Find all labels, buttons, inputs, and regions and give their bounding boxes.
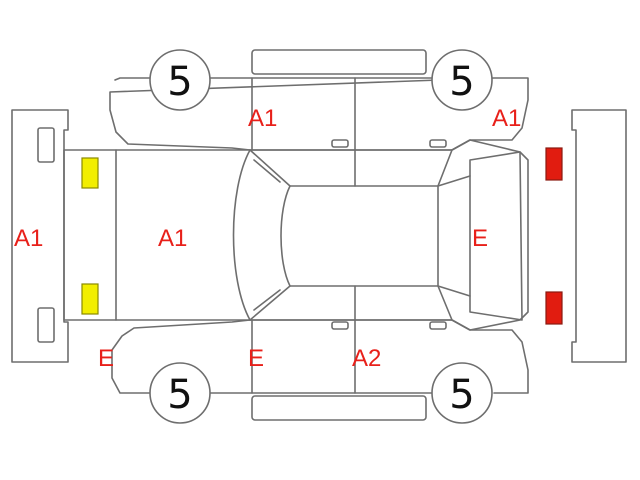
code-left-rear-quarter: A1 [492,105,521,132]
code-right-front-fender: E [98,345,114,372]
code-right-front-door: E [248,345,264,372]
tire-number: 5 [167,59,192,105]
tire-number: 5 [167,372,192,418]
front-bumper [11,109,69,363]
top-side-strip [251,49,427,75]
rear-light-left [545,147,563,181]
top-view-body [63,139,529,331]
wheel-front-right: 5 [149,362,211,424]
tire-number: 5 [449,59,474,105]
code-front-bumper: A1 [14,225,43,252]
front-light-right [81,283,99,315]
wheel-front-left: 5 [149,49,211,111]
rear-bumper [571,109,627,363]
code-left-front-door: A1 [248,105,277,132]
code-hood: A1 [158,225,187,252]
code-trunk: E [472,225,488,252]
tire-number: 5 [449,372,474,418]
wheel-rear-right: 5 [431,362,493,424]
wheel-rear-left: 5 [431,49,493,111]
code-right-rear-door: A2 [352,345,381,372]
rear-light-right [545,291,563,325]
front-light-left [81,157,99,189]
bottom-side-strip [251,395,427,421]
